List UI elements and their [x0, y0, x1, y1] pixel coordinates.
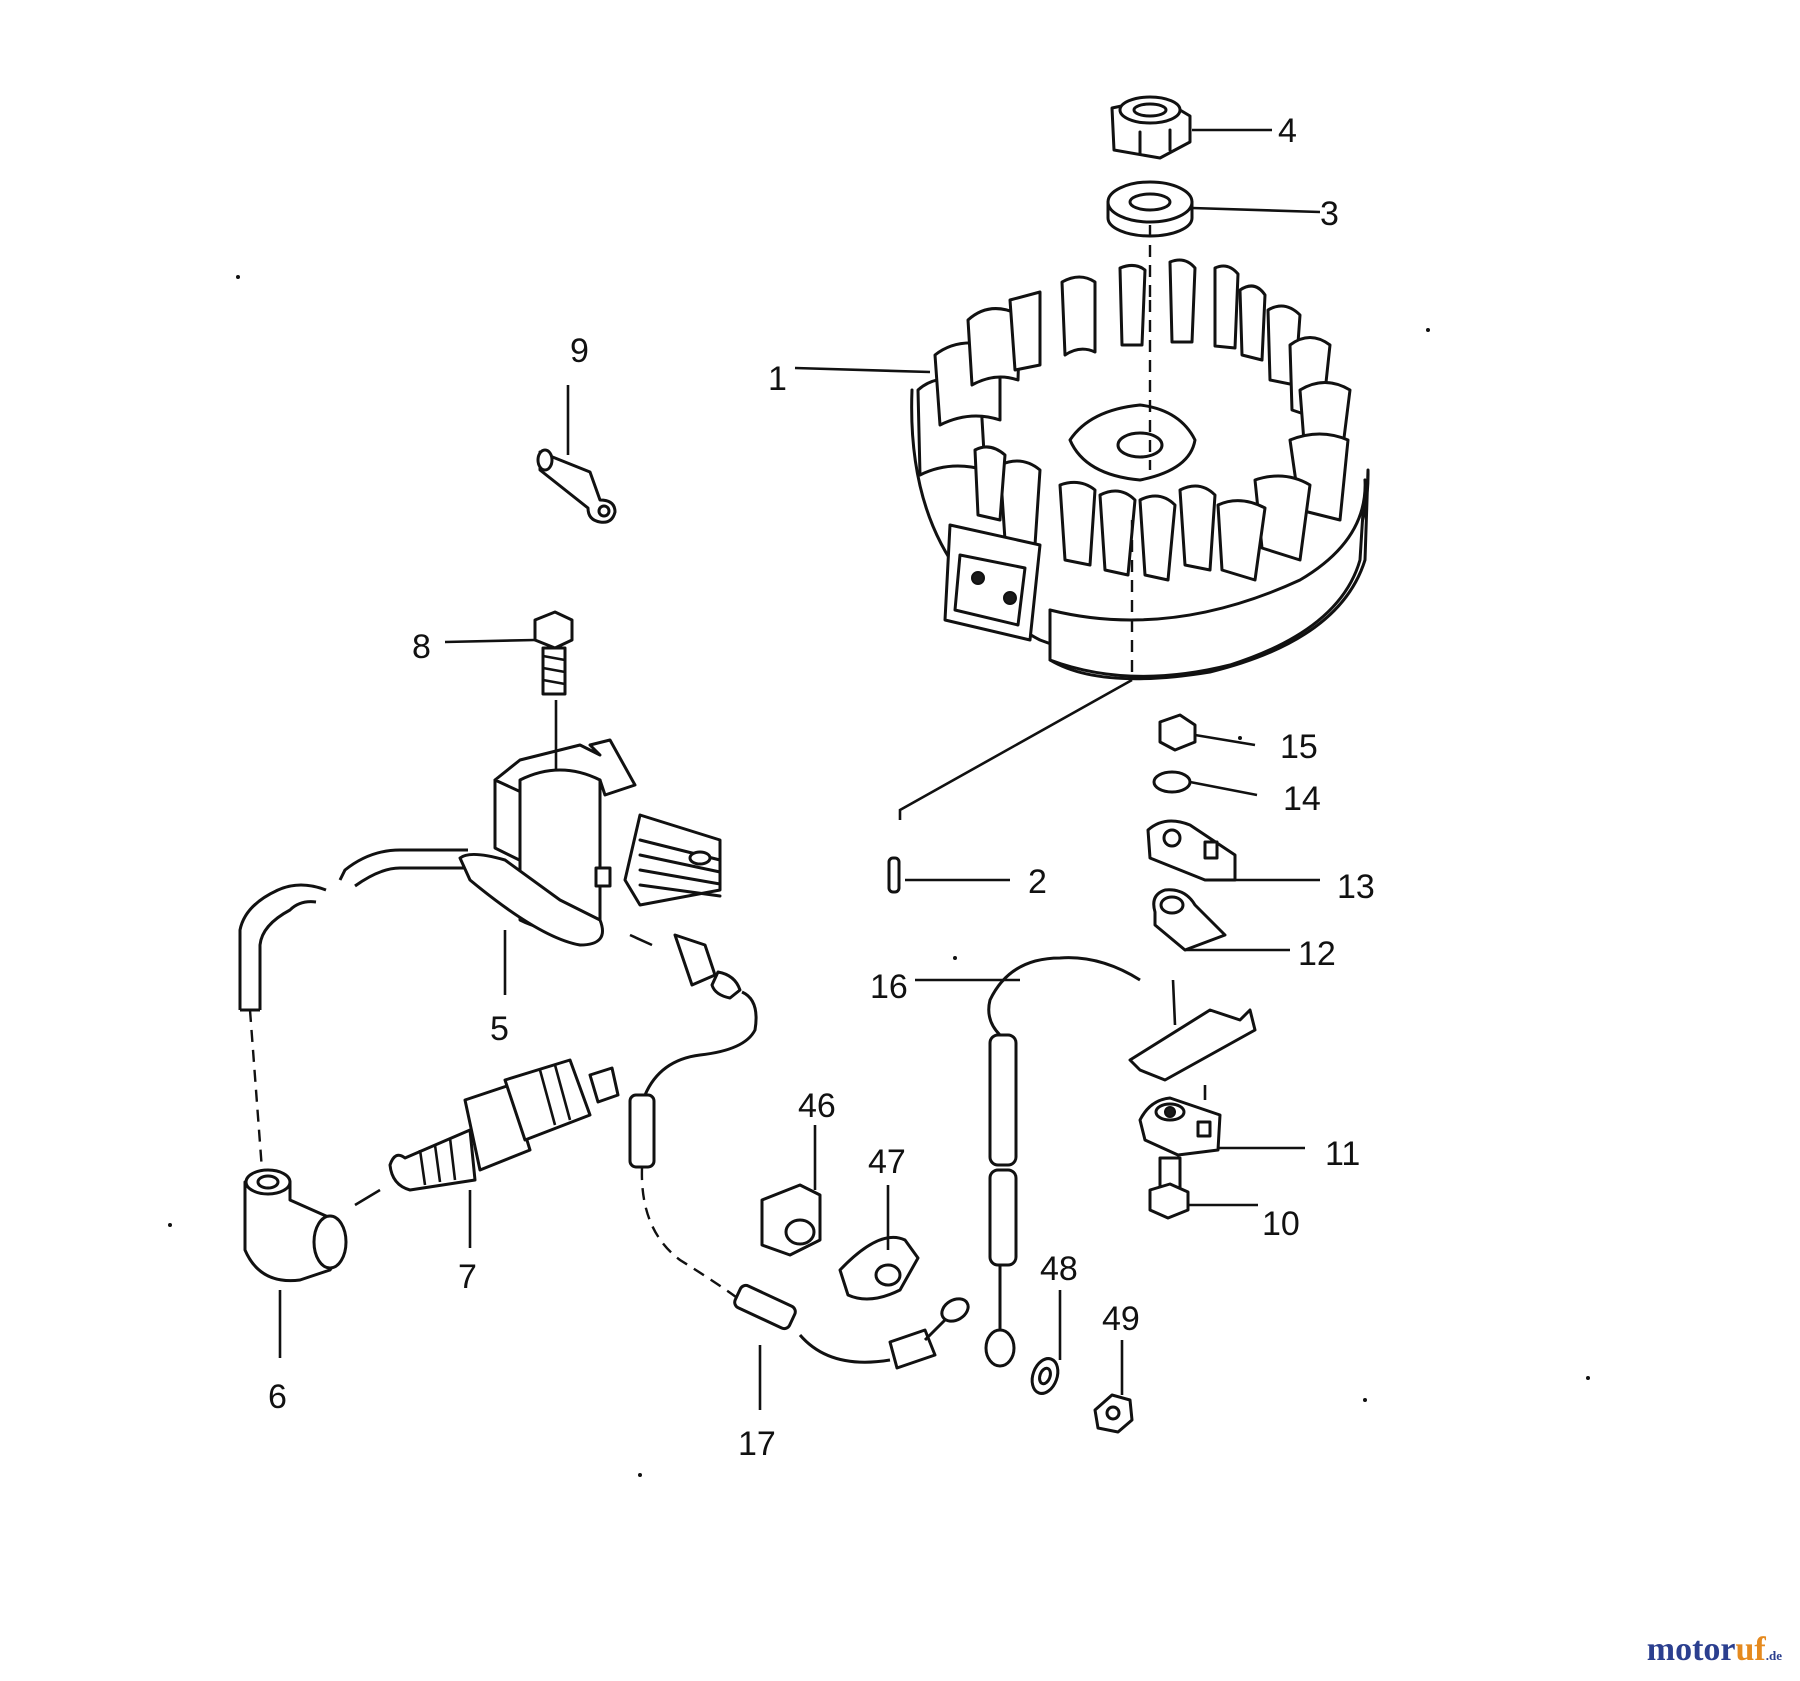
- callout-48: 48: [1040, 1250, 1078, 1288]
- part-49-nut[interactable]: [1093, 1393, 1134, 1434]
- ht-lead: [238, 848, 468, 1010]
- part-16-ground-wire[interactable]: [984, 956, 1141, 1368]
- part-8-bolt[interactable]: [533, 610, 574, 696]
- callout-46: 46: [798, 1087, 836, 1125]
- motoruf-watermark[interactable]: motoruf.de: [1647, 1631, 1782, 1669]
- callout-15: 15: [1280, 728, 1318, 766]
- callout-7: 7: [458, 1258, 477, 1296]
- part-1-flywheel[interactable]: [910, 258, 1370, 681]
- part-10-bolt[interactable]: [1148, 1156, 1190, 1220]
- part-13-block[interactable]: [1146, 819, 1237, 882]
- part-17-stop-wire[interactable]: [628, 933, 972, 1370]
- part-14-washer[interactable]: [1152, 770, 1192, 794]
- callout-9: 9: [570, 332, 589, 370]
- callout-10: 10: [1262, 1205, 1300, 1243]
- watermark-main: motor: [1646, 1631, 1736, 1668]
- watermark-suffix: .de: [1765, 1648, 1782, 1663]
- callout-47: 47: [868, 1143, 906, 1181]
- dash-plug: [248, 1009, 264, 1171]
- callout-16: 16: [870, 968, 908, 1006]
- part-15-nut[interactable]: [1158, 713, 1197, 752]
- part-46-switch[interactable]: [760, 1183, 822, 1257]
- callout-6: 6: [268, 1378, 287, 1416]
- callout-14: 14: [1283, 780, 1321, 818]
- callout-49: 49: [1102, 1300, 1140, 1338]
- leader-1: [794, 366, 931, 374]
- part-12-plate[interactable]: [1152, 888, 1227, 952]
- leader-1-3-axis: [898, 678, 1133, 820]
- callout-8: 8: [412, 628, 431, 666]
- part-48-washer[interactable]: [1028, 1355, 1063, 1397]
- part-11-terminal-assembly[interactable]: [1128, 1008, 1257, 1157]
- callout-13: 13: [1337, 868, 1375, 906]
- callout-4: 4: [1278, 112, 1297, 150]
- callout-3: 3: [1320, 195, 1339, 233]
- callout-12: 12: [1298, 935, 1336, 973]
- leader-8: [444, 638, 536, 644]
- part-2-key[interactable]: [887, 856, 901, 894]
- part-5-ignition-coil[interactable]: [458, 738, 722, 947]
- leader-15: [1194, 733, 1256, 747]
- leader-14: [1189, 780, 1258, 797]
- part-4-nut[interactable]: [1110, 95, 1192, 160]
- part-47-bracket[interactable]: [838, 1235, 920, 1301]
- callout-17: 17: [738, 1425, 776, 1463]
- leader-3: [1191, 206, 1321, 214]
- callout-11: 11: [1325, 1135, 1360, 1173]
- callout-2: 2: [1028, 863, 1047, 901]
- part-9-terminal[interactable]: [536, 448, 617, 524]
- callout-5: 5: [490, 1010, 509, 1048]
- axis-line: [1130, 225, 1152, 680]
- part-6-plug-cap[interactable]: [243, 1168, 348, 1283]
- part-7-spark-plug[interactable]: [388, 1058, 620, 1192]
- watermark-accent: uf: [1735, 1631, 1766, 1668]
- callout-1: 1: [768, 360, 787, 398]
- scan-specks: [168, 275, 1590, 1477]
